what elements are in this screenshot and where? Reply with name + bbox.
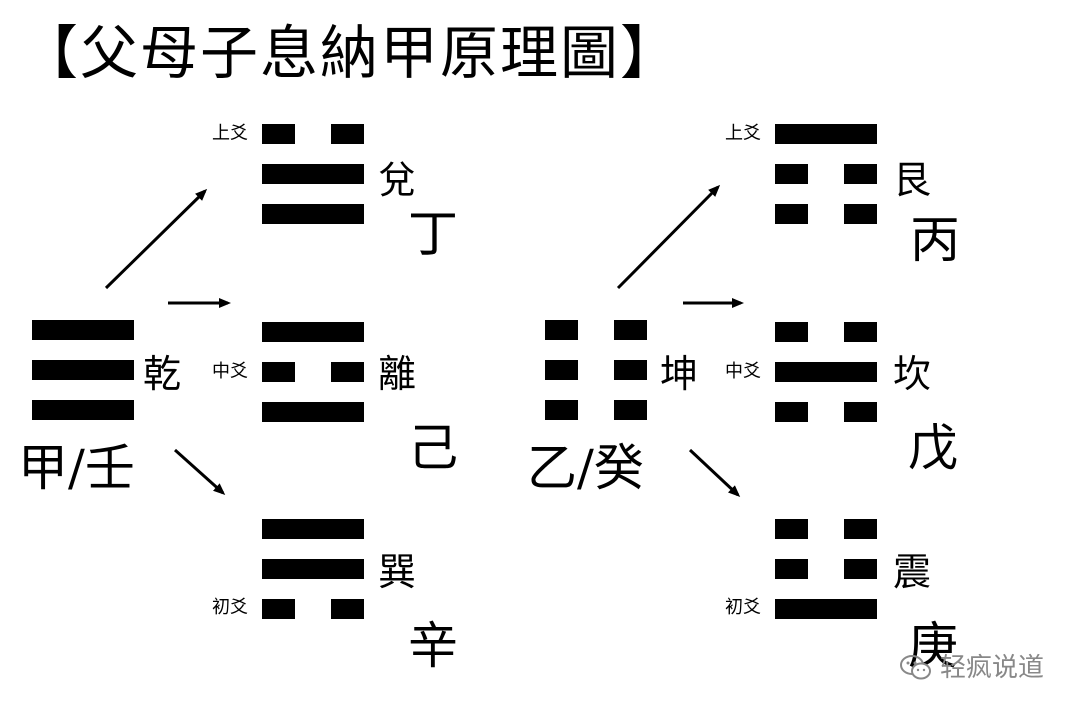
yin-line-right: [331, 124, 364, 144]
watermark-text: 轻疯说道: [939, 653, 1044, 683]
yang-line: [262, 164, 364, 184]
trigram-kun: [545, 320, 647, 420]
stem-wu: 戊: [908, 419, 958, 477]
yin-line-left: [262, 124, 295, 144]
yin-line-left: [775, 204, 808, 224]
position-label-middle: 中爻: [212, 361, 248, 382]
yang-line: [262, 559, 364, 579]
trigram-name-gen: 艮: [893, 158, 932, 202]
yin-line-left: [262, 599, 295, 619]
yang-line: [775, 124, 877, 144]
trigram-name-li: 離: [378, 352, 417, 396]
yin-line-left: [775, 559, 808, 579]
yin-line-left: [775, 519, 808, 539]
stem-ding: 丁: [408, 205, 458, 263]
position-label-bottom: 初爻: [212, 597, 248, 618]
yin-line-right: [614, 400, 647, 420]
wechat-icon: [899, 655, 931, 680]
trigram-xun: [262, 519, 364, 619]
yang-line: [262, 322, 364, 342]
yang-line: [262, 402, 364, 422]
trigram-name-qian: 乾: [143, 352, 182, 396]
trigram-name-kun: 坤: [660, 352, 699, 396]
yin-line-right: [331, 362, 364, 382]
yang-line: [775, 362, 877, 382]
yin-line-left: [545, 400, 578, 420]
trigram-qian: [32, 320, 134, 420]
arrow-qian-to-dui: [104, 188, 208, 290]
yin-line-right: [331, 599, 364, 619]
yin-line-left: [262, 362, 295, 382]
stem-xin: 辛: [408, 617, 458, 675]
yang-line: [32, 320, 134, 340]
yin-line-right: [844, 164, 877, 184]
position-label-middle: 中爻: [725, 361, 761, 382]
watermark: 轻疯说道: [899, 653, 1044, 683]
yin-line-left: [775, 322, 808, 342]
parent-stems-qian: 甲/壬: [18, 439, 135, 497]
yang-line: [32, 360, 134, 380]
yang-line: [775, 599, 877, 619]
yang-line: [262, 204, 364, 224]
position-label-top: 上爻: [212, 123, 248, 144]
yin-line-right: [844, 402, 877, 422]
trigram-name-kan: 坎: [893, 352, 932, 396]
trigram-gen: [775, 124, 877, 224]
trigram-li: [262, 322, 364, 422]
arrow-kun-to-zhen: [688, 448, 741, 498]
yin-line-right: [844, 559, 877, 579]
page-title: 【父母子息納甲原理圖】: [20, 19, 681, 87]
arrow-qian-to-xun: [173, 448, 226, 496]
trigram-kan: [775, 322, 877, 422]
yin-line-left: [775, 164, 808, 184]
yin-line-left: [545, 320, 578, 340]
trigram-name-zhen: 震: [893, 550, 932, 594]
trigram-zhen: [775, 519, 877, 619]
yin-line-right: [614, 360, 647, 380]
yang-line: [32, 400, 134, 420]
yin-line-right: [844, 322, 877, 342]
trigram-name-dui: 兌: [378, 158, 417, 202]
arrow-kun-to-gen: [616, 184, 721, 290]
trigram-name-xun: 巽: [378, 550, 417, 594]
yin-line-left: [775, 402, 808, 422]
stem-bing: 丙: [910, 211, 960, 269]
stem-ji: 己: [408, 419, 458, 477]
parent-stems-kun: 乙/癸: [527, 439, 644, 497]
yang-line: [262, 519, 364, 539]
position-label-bottom: 初爻: [725, 597, 761, 618]
yin-line-right: [614, 320, 647, 340]
yin-line-right: [844, 204, 877, 224]
position-label-top: 上爻: [725, 123, 761, 144]
yin-line-left: [545, 360, 578, 380]
yin-line-right: [844, 519, 877, 539]
trigram-dui: [262, 124, 364, 224]
